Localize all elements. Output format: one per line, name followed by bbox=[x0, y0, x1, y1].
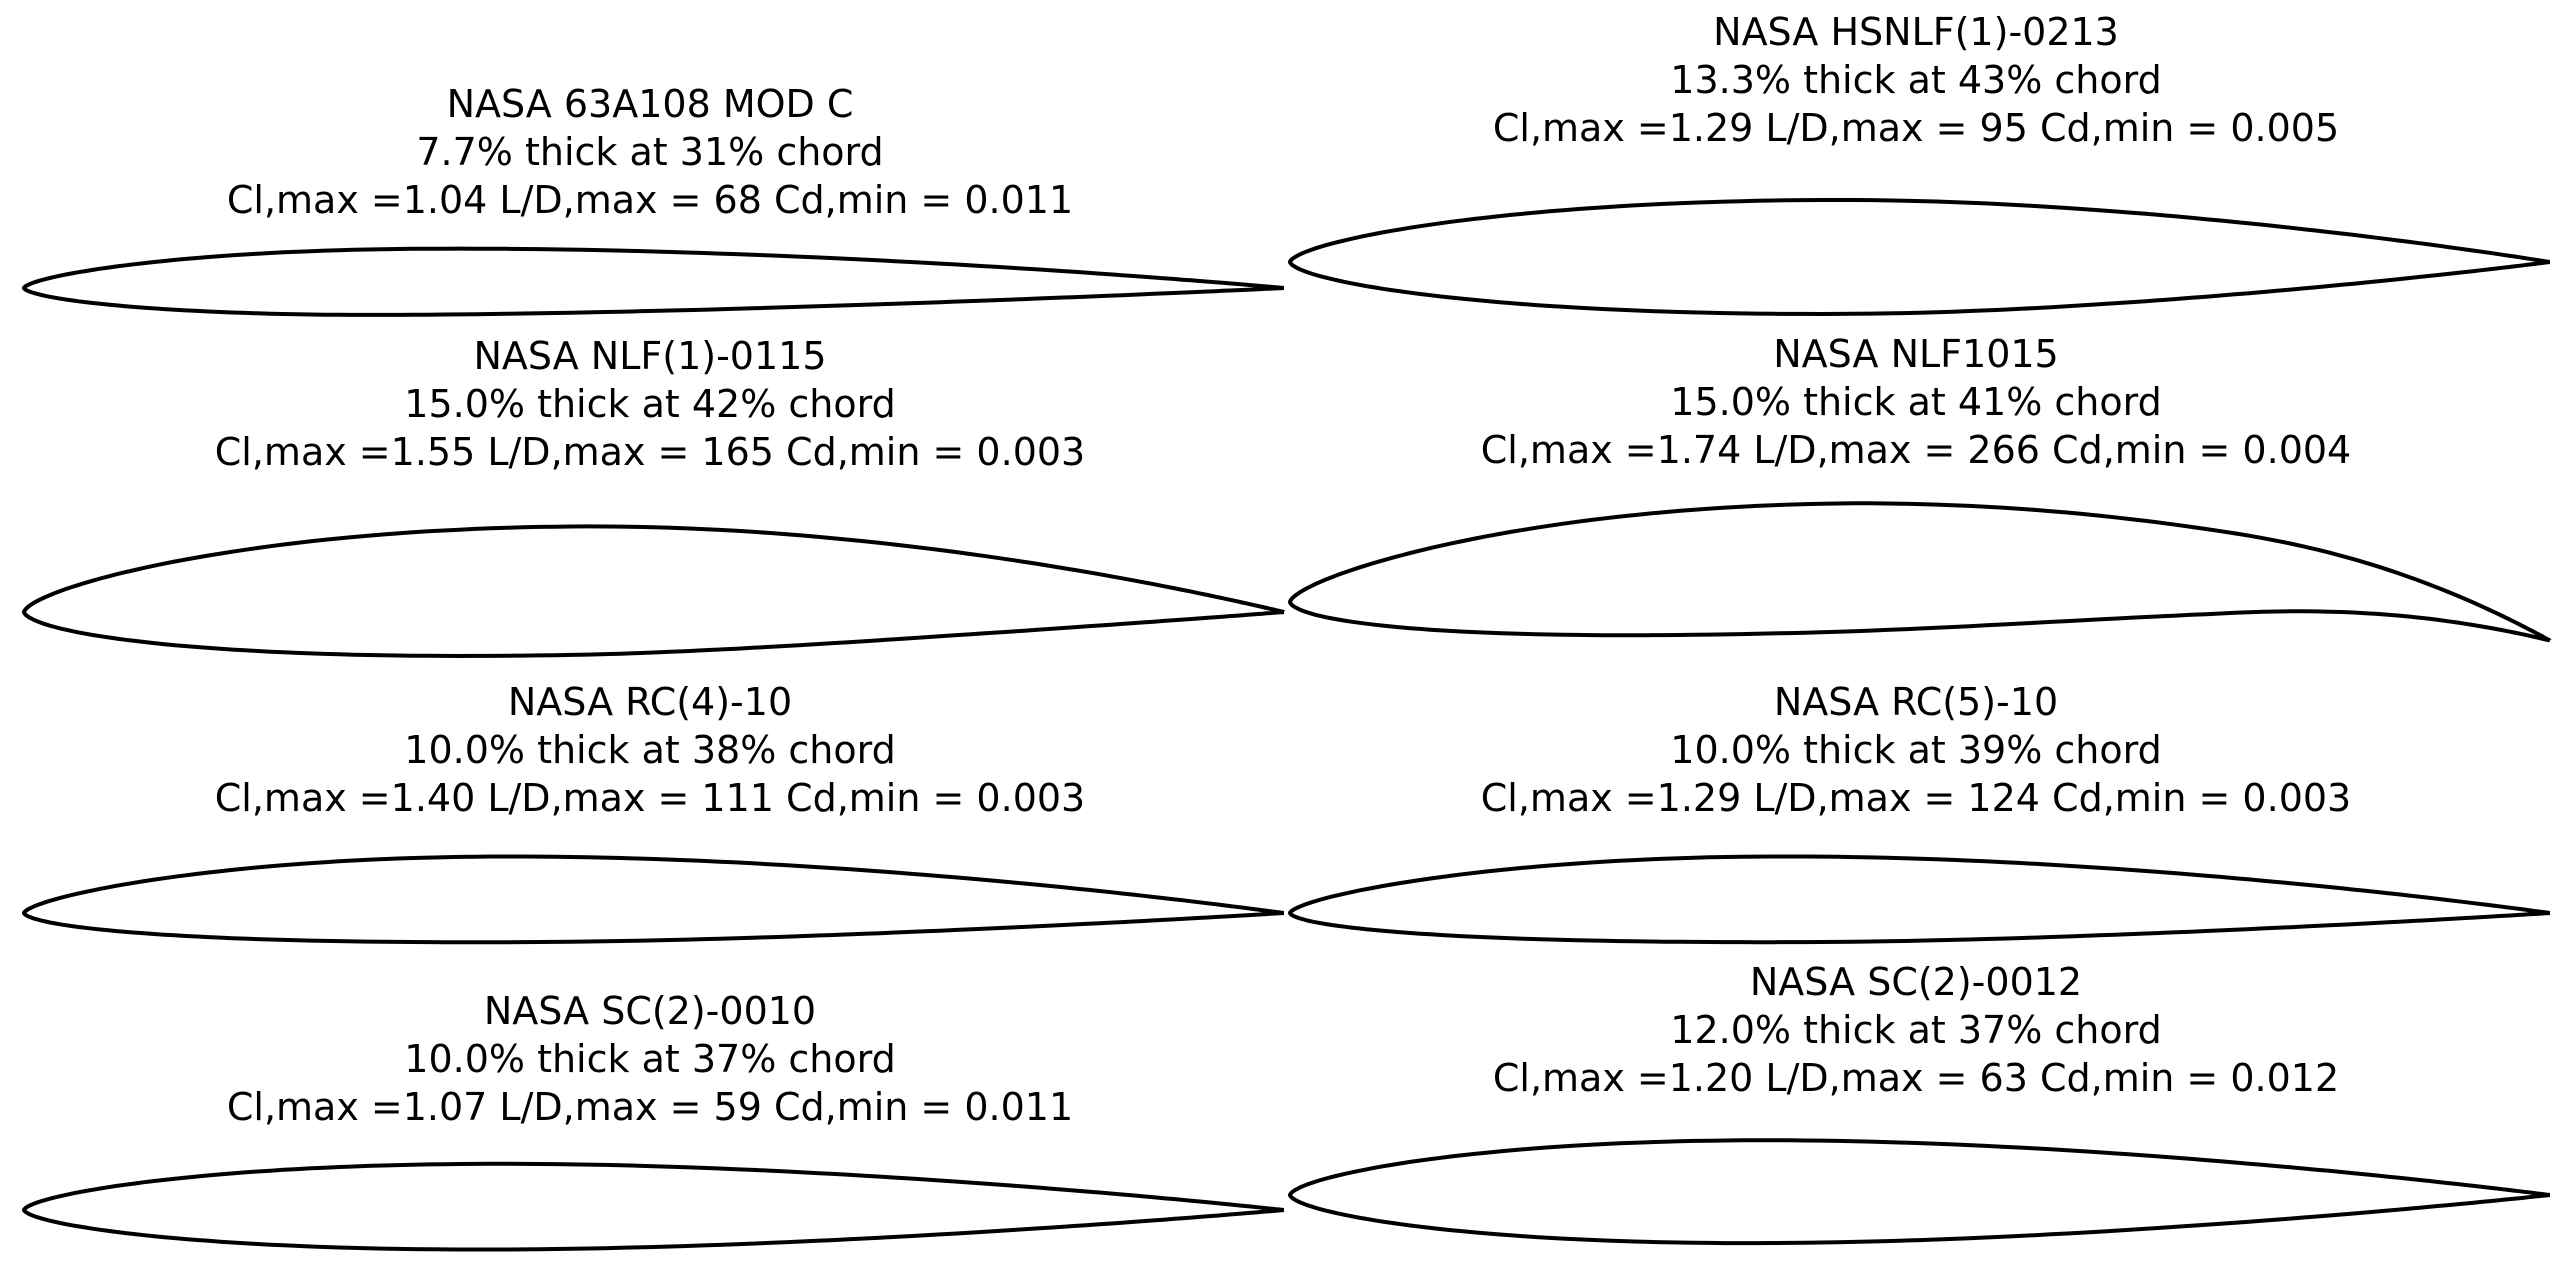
panel-title-nasa-hsnlf-1-0213: NASA HSNLF(1)-0213 13.3% thick at 43% ch… bbox=[1286, 8, 2546, 152]
airfoil-name: NASA NLF(1)-0115 bbox=[473, 334, 827, 378]
airfoil-name: NASA 63A108 MOD C bbox=[446, 82, 854, 126]
airfoil-performance: Cl,max =1.20 L/D,max = 63 Cd,min = 0.012 bbox=[1492, 1056, 2340, 1100]
airfoil-name: NASA HSNLF(1)-0213 bbox=[1713, 10, 2119, 54]
airfoil-thickness: 7.7% thick at 31% chord bbox=[416, 130, 884, 174]
airfoil-name: NASA SC(2)-0012 bbox=[1749, 960, 2083, 1004]
panel-title-nasa-rc-4-10: NASA RC(4)-10 10.0% thick at 38% chord C… bbox=[20, 678, 1280, 822]
airfoil-thickness: 10.0% thick at 37% chord bbox=[404, 1037, 896, 1081]
panel-title-nasa-sc-2-0012: NASA SC(2)-0012 12.0% thick at 37% chord… bbox=[1286, 958, 2546, 1102]
airfoil-performance: Cl,max =1.74 L/D,max = 266 Cd,min = 0.00… bbox=[1480, 428, 2352, 472]
airfoil-name: NASA SC(2)-0010 bbox=[483, 989, 817, 1033]
airfoil-outline-nasa-nlf-1-0115 bbox=[21, 524, 1285, 659]
airfoil-outline-nasa-rc-4-10 bbox=[21, 854, 1285, 945]
airfoil-name: NASA NLF1015 bbox=[1773, 332, 2059, 376]
airfoil-outline-nasa-63a108-mod-c bbox=[21, 246, 1285, 317]
airfoil-outline-nasa-nlf1015 bbox=[1287, 501, 2552, 643]
airfoil-thickness: 13.3% thick at 43% chord bbox=[1670, 58, 2162, 102]
airfoil-outline-nasa-sc-2-0012 bbox=[1287, 1138, 2551, 1246]
airfoil-thickness: 15.0% thick at 42% chord bbox=[404, 382, 896, 426]
airfoil-thickness: 10.0% thick at 39% chord bbox=[1670, 728, 2162, 772]
airfoil-performance: Cl,max =1.40 L/D,max = 111 Cd,min = 0.00… bbox=[214, 776, 1086, 820]
airfoil-performance: Cl,max =1.04 L/D,max = 68 Cd,min = 0.011 bbox=[226, 178, 1074, 222]
airfoil-outline-nasa-rc-5-10 bbox=[1287, 854, 2551, 945]
airfoil-outline-nasa-hsnlf-1-0213 bbox=[1287, 198, 2551, 317]
panel-title-nasa-nlf-1-0115: NASA NLF(1)-0115 15.0% thick at 42% chor… bbox=[20, 332, 1280, 476]
panel-title-nasa-63a108-mod-c: NASA 63A108 MOD C 7.7% thick at 31% chor… bbox=[20, 80, 1280, 224]
panel-title-nasa-rc-5-10: NASA RC(5)-10 10.0% thick at 39% chord C… bbox=[1286, 678, 2546, 822]
airfoil-thickness: 15.0% thick at 41% chord bbox=[1670, 380, 2162, 424]
airfoil-thickness: 12.0% thick at 37% chord bbox=[1670, 1008, 2162, 1052]
panel-title-nasa-sc-2-0010: NASA SC(2)-0010 10.0% thick at 37% chord… bbox=[20, 987, 1280, 1131]
airfoil-performance: Cl,max =1.29 L/D,max = 124 Cd,min = 0.00… bbox=[1480, 776, 2352, 820]
airfoil-performance: Cl,max =1.29 L/D,max = 95 Cd,min = 0.005 bbox=[1492, 106, 2340, 150]
airfoil-name: NASA RC(4)-10 bbox=[507, 680, 793, 724]
airfoil-performance: Cl,max =1.55 L/D,max = 165 Cd,min = 0.00… bbox=[214, 430, 1086, 474]
airfoil-thickness: 10.0% thick at 38% chord bbox=[404, 728, 896, 772]
airfoil-performance: Cl,max =1.07 L/D,max = 59 Cd,min = 0.011 bbox=[226, 1085, 1074, 1129]
airfoil-outline-nasa-sc-2-0010 bbox=[21, 1161, 1285, 1252]
airfoil-name: NASA RC(5)-10 bbox=[1773, 680, 2059, 724]
panel-title-nasa-nlf1015: NASA NLF1015 15.0% thick at 41% chord Cl… bbox=[1286, 330, 2546, 474]
